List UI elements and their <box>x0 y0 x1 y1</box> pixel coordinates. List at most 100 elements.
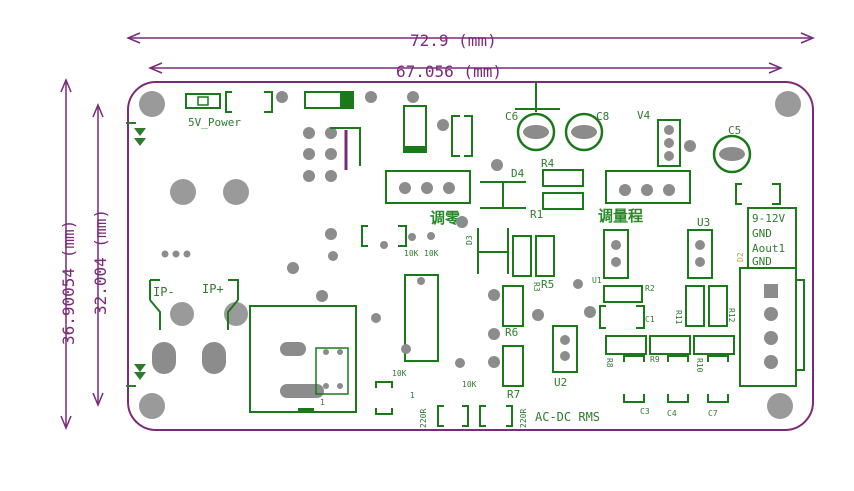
refdes-r11: R11 <box>674 310 683 325</box>
label-gnd2: GND <box>752 255 772 268</box>
ip-plus-outline <box>227 279 239 330</box>
refdes-v4: V4 <box>637 109 651 122</box>
cap-c3 <box>623 355 645 403</box>
dim-outer-width: 72.9 (mm) <box>410 31 497 50</box>
resistor-r12 <box>708 285 728 327</box>
label-gnd1: GND <box>752 227 772 240</box>
resistor-220r-a <box>437 405 469 427</box>
label-5v-power: 5V_Power <box>188 116 241 129</box>
refdes-j1: 1 <box>320 398 325 407</box>
label-d2: D2 <box>736 252 745 262</box>
resistor-r10 <box>693 335 735 355</box>
cap-footprint <box>361 225 407 247</box>
resistor-r7 <box>502 345 524 387</box>
cap-c1 <box>599 305 645 329</box>
resistor-r3 <box>512 235 532 277</box>
refdes-r2: R2 <box>645 284 655 293</box>
pin-header-2x4 <box>303 127 337 182</box>
via <box>365 91 377 103</box>
dim-inner-width: 67.056 (mm) <box>396 62 502 81</box>
board-outline <box>127 81 814 431</box>
ic-u2 <box>552 325 578 373</box>
resistor-r2 <box>603 285 643 303</box>
refdes-c6: C6 <box>505 110 518 123</box>
cap-c4 <box>667 355 689 403</box>
refdes-u1: U1 <box>592 276 602 285</box>
ic-u3 <box>687 229 713 279</box>
label-zero-adjust: 调零 <box>430 209 461 227</box>
diode-d3 <box>477 228 509 274</box>
label-ac-dc-rms: AC-DC RMS <box>535 410 600 424</box>
sensor-pad <box>280 342 306 356</box>
trace <box>330 127 361 166</box>
label-ip-plus: IP+ <box>202 282 224 296</box>
label-220r-b: 220R <box>519 409 528 428</box>
label-10k-b: 10K <box>424 249 439 258</box>
dimension-lines <box>60 32 815 430</box>
label-ip-minus: IP- <box>153 285 175 299</box>
refdes-r10: R10 <box>695 358 704 373</box>
refdes-r6: R6 <box>505 326 518 339</box>
refdes-c5: C5 <box>728 124 741 137</box>
terminal-block <box>739 267 797 387</box>
ic-upper <box>603 229 629 279</box>
cap-c7 <box>707 355 729 403</box>
diode-d4 <box>480 181 526 209</box>
pot-range <box>605 170 691 204</box>
resistor-r9 <box>649 335 691 355</box>
label-10k-a: 10K <box>404 249 419 258</box>
resistor-r8 <box>605 335 647 355</box>
cap-c8 <box>564 112 604 152</box>
tall-component <box>403 105 427 153</box>
refdes-d3: D3 <box>465 235 474 245</box>
refdes-r12: R12 <box>727 308 736 323</box>
refdes-r8: R8 <box>605 358 614 368</box>
resistor-r5 <box>535 235 555 277</box>
label-aout: Aout1 <box>752 242 785 255</box>
dim-inner-height: 32.004 (mm) <box>91 209 110 315</box>
power-led <box>185 91 288 113</box>
ip-minus-pad <box>152 342 176 374</box>
terminal-clip <box>796 279 805 371</box>
mounting-holes <box>139 91 801 419</box>
refdes-r4: R4 <box>541 157 555 170</box>
ip-minus-outline <box>149 279 161 330</box>
top-resistor-band <box>340 92 353 108</box>
resistor-r11 <box>685 285 705 327</box>
refdes-d4: D4 <box>511 167 525 180</box>
via <box>437 119 449 131</box>
label-range-adjust: 调量程 <box>598 207 643 225</box>
ic-long <box>404 274 439 362</box>
sensor-pad <box>280 384 324 398</box>
resistor-r6 <box>502 285 524 327</box>
left-markers <box>126 122 146 387</box>
refdes-c8: C8 <box>596 110 609 123</box>
small-part <box>375 381 393 415</box>
label-10k-c: 10K <box>392 369 407 378</box>
dim-outer-height: 36.90054 (mm) <box>59 220 78 345</box>
refdes-u3: U3 <box>697 216 710 229</box>
refdes-r7: R7 <box>507 388 520 401</box>
cap-footprint <box>451 115 473 157</box>
resistor-220r-b <box>479 405 513 427</box>
refdes-c3: C3 <box>640 407 650 416</box>
refdes-r1: R1 <box>530 208 543 221</box>
label-10k-d: 10K <box>462 380 477 389</box>
refdes-u2: U2 <box>554 376 567 389</box>
pot-zero <box>385 170 471 204</box>
sensor-inner <box>315 347 349 395</box>
refdes-c4: C4 <box>667 409 677 418</box>
refdes-r3: R3 <box>532 282 541 292</box>
label-220r-a: 220R <box>419 409 428 428</box>
resistor-r4 <box>542 169 584 187</box>
via <box>407 91 419 103</box>
cap-c5 <box>712 134 752 174</box>
refdes-r5: R5 <box>541 278 554 291</box>
label-supply: 9-12V <box>752 212 785 225</box>
resistor-r1 <box>542 192 584 210</box>
ip-plus-pad <box>202 342 226 374</box>
refdes-c7: C7 <box>708 409 718 418</box>
cap-c6 <box>516 112 556 152</box>
v4-regulator <box>657 119 681 167</box>
